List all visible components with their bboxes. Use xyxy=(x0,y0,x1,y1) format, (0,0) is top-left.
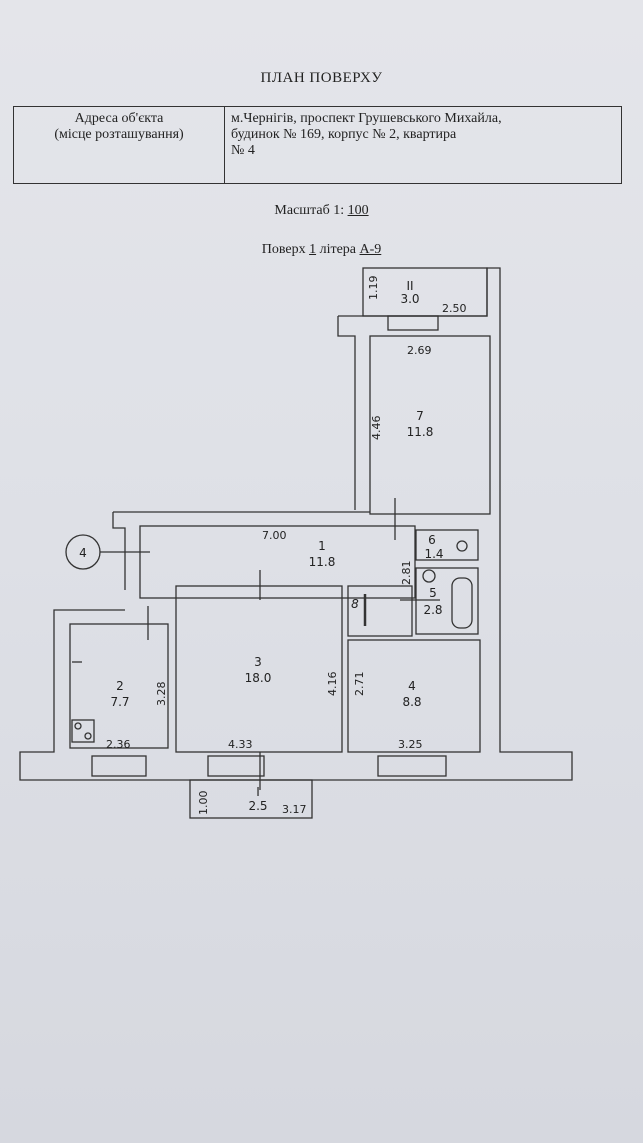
address-value-cell: м.Чернігів, проспект Грушевського Михайл… xyxy=(224,106,622,184)
room-4-number: 4 xyxy=(408,679,416,693)
room-3-area: 18.0 xyxy=(245,671,272,685)
page-title: ПЛАН ПОВЕРХУ xyxy=(260,70,383,86)
address-value-line3: № 4 xyxy=(231,143,255,158)
room-2-area: 7.7 xyxy=(110,695,129,709)
scale-value: 100 xyxy=(347,203,369,218)
toilet-icon xyxy=(456,540,468,552)
apartment-marker: 4 xyxy=(79,546,87,560)
room-8-outline xyxy=(347,585,413,637)
room-8-number: 8 xyxy=(351,597,359,611)
room-4-outline xyxy=(347,639,481,753)
address-table: Адреса об'єкта (місце розташування) м.Че… xyxy=(13,106,622,184)
dim-3-28: 3.28 xyxy=(155,682,168,707)
dim-7-00: 7.00 xyxy=(262,529,287,542)
dim-1-00: 1.00 xyxy=(197,791,210,816)
address-value-line2: будинок № 169, корпус № 2, квартира xyxy=(231,127,457,142)
dim-2-81: 2.81 xyxy=(400,561,413,586)
room-ii: II 3.0 xyxy=(400,279,419,306)
dim-2-36: 2.36 xyxy=(106,738,131,751)
window-room-3 xyxy=(207,755,265,777)
room-1-outline xyxy=(139,525,416,599)
room-3-outline xyxy=(175,585,343,753)
scale-label: Масштаб 1: xyxy=(274,203,345,218)
upper-wing-west-wall xyxy=(337,316,356,510)
room-i-area: 2.5 xyxy=(248,799,267,813)
window-room-7 xyxy=(387,315,439,331)
stove-icon xyxy=(71,719,95,743)
room-7-outline xyxy=(369,335,491,515)
room-4-area: 8.8 xyxy=(402,695,421,709)
entrance-west-wall xyxy=(112,512,126,590)
room-5-area: 2.8 xyxy=(423,603,442,617)
scale-line: Масштаб 1: 100 xyxy=(0,203,643,219)
room-4: 4 8.8 xyxy=(402,679,421,709)
balcony-ii-outline xyxy=(362,267,488,317)
bathtub-icon xyxy=(451,577,473,629)
room-7-area: 11.8 xyxy=(407,425,434,439)
dim-1-19: 1.19 xyxy=(367,276,380,301)
dim-4-46: 4.46 xyxy=(370,416,383,441)
address-label-cell: Адреса об'єкта (місце розташування) xyxy=(13,106,225,184)
room-6-outline xyxy=(415,529,479,561)
room-5-outline xyxy=(415,567,479,635)
room-i-number: I xyxy=(256,785,260,799)
room-ii-area: 3.0 xyxy=(400,292,419,306)
burner-icon xyxy=(74,722,82,730)
sink-icon xyxy=(422,569,436,583)
room-2-outline xyxy=(69,623,169,749)
address-label: Адреса об'єкта xyxy=(74,111,164,126)
balcony-i-outline xyxy=(189,779,313,819)
room-2: 2 7.7 xyxy=(110,679,129,709)
burner-icon xyxy=(84,732,92,740)
room-ii-number: II xyxy=(406,279,413,293)
floor-label: Поверх xyxy=(261,242,306,257)
window-room-2 xyxy=(91,755,147,777)
dim-4-16: 4.16 xyxy=(326,672,339,697)
room-1-number: 1 xyxy=(318,539,326,553)
room-3-number: 3 xyxy=(254,655,262,669)
dim-3-17: 3.17 xyxy=(282,803,307,816)
dim-2-71: 2.71 xyxy=(353,672,366,697)
address-label-sub: (місце розташування) xyxy=(54,127,184,142)
room-i: I 2.5 xyxy=(248,785,267,813)
room-2-number: 2 xyxy=(116,679,124,693)
outer-perimeter xyxy=(19,510,573,781)
window-room-4 xyxy=(377,755,447,777)
dim-3-25: 3.25 xyxy=(398,738,423,751)
room-3: 3 18.0 xyxy=(245,655,272,685)
room-5-number: 5 xyxy=(429,586,437,600)
dim-4-33: 4.33 xyxy=(228,738,253,751)
room-1-area: 11.8 xyxy=(309,555,336,569)
dim-2-50: 2.50 xyxy=(442,302,467,315)
address-value-line1: м.Чернігів, проспект Грушевського Михайл… xyxy=(231,111,502,126)
room-5: 5 2.8 xyxy=(423,586,442,617)
room-7-number: 7 xyxy=(416,409,424,423)
floor-number: 1 xyxy=(309,242,317,257)
dim-2-69: 2.69 xyxy=(407,344,432,357)
floor-letter: А-9 xyxy=(359,242,382,257)
room-6: 6 1.4 xyxy=(424,533,443,561)
floor-line: Поверх 1 літера А-9 xyxy=(0,242,643,258)
room-8: 8 xyxy=(351,597,359,611)
room-1: 1 11.8 xyxy=(309,539,336,569)
room-6-number: 6 xyxy=(428,533,436,547)
room-7: 7 11.8 xyxy=(407,409,434,439)
letter-label: літера xyxy=(319,242,356,257)
room-6-area: 1.4 xyxy=(424,547,443,561)
